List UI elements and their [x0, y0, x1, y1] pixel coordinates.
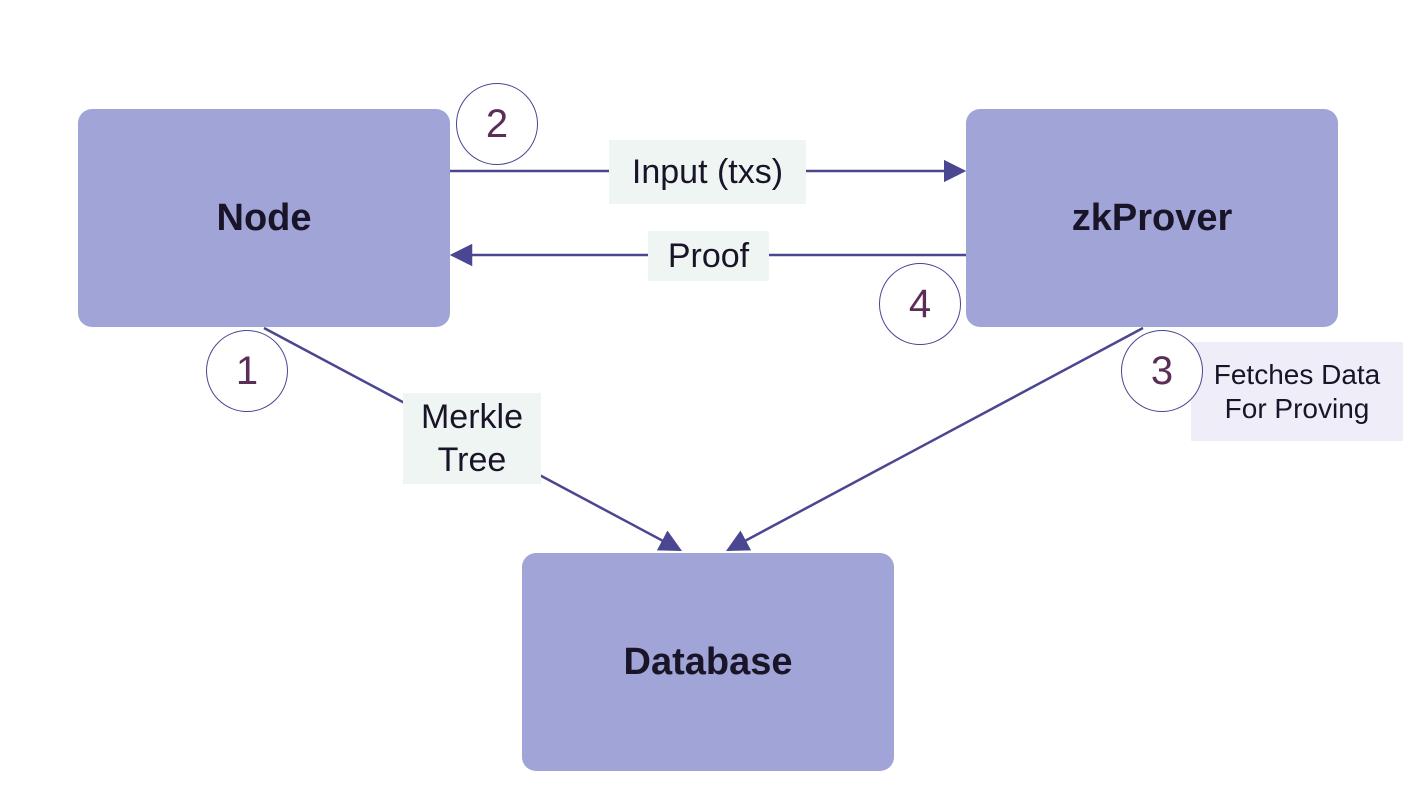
zkprover-box: zkProver — [966, 109, 1338, 327]
merkle-tree-label: Merkle Tree — [403, 393, 541, 484]
step-2-circle: 2 — [456, 83, 538, 165]
input-label: Input (txs) — [609, 140, 806, 204]
proof-label: Proof — [648, 231, 769, 281]
node-box: Node — [78, 109, 450, 327]
node-label: Node — [216, 196, 312, 239]
step-3-circle: 3 — [1121, 330, 1203, 412]
step-4-circle: 4 — [879, 263, 961, 345]
database-label: Database — [623, 640, 793, 683]
database-box: Database — [522, 553, 894, 771]
step-1-circle: 1 — [206, 330, 288, 412]
fetches-data-label: Fetches Data For Proving — [1191, 342, 1403, 441]
zkprover-label: zkProver — [1071, 196, 1233, 239]
fetch-arrow — [726, 326, 1144, 552]
